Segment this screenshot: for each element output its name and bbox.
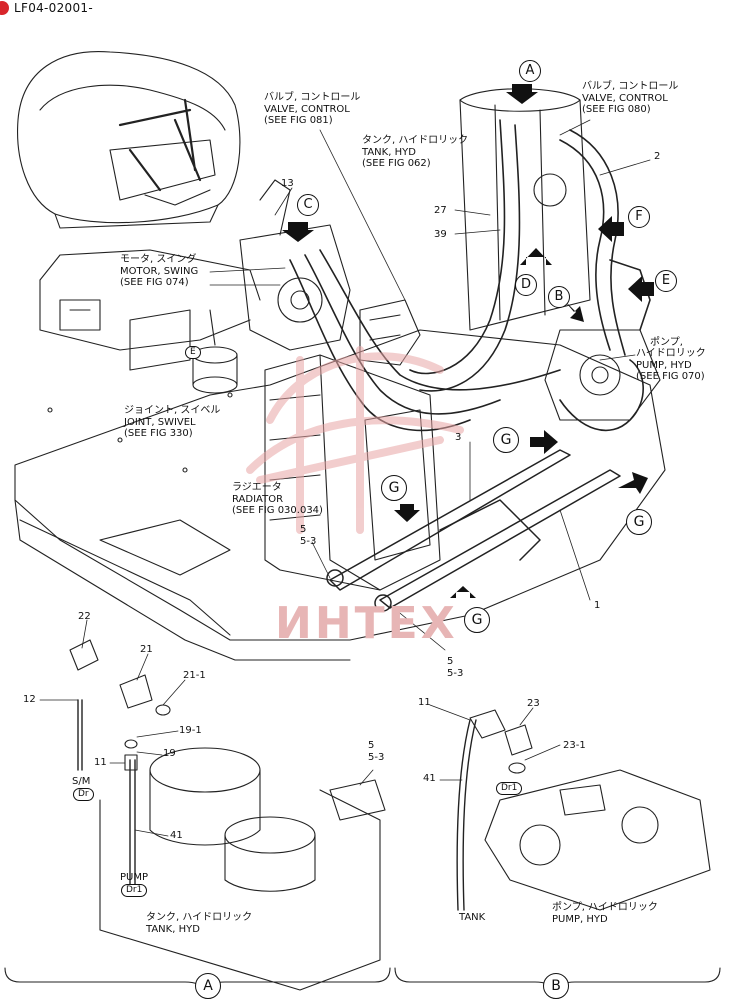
part-number-21: 21 bbox=[140, 644, 153, 655]
callout-g-2: G bbox=[381, 475, 407, 501]
port-tag-dr-sm: Dr bbox=[73, 788, 94, 801]
callout-g-1: G bbox=[493, 427, 519, 453]
machine-inset-illustration bbox=[17, 50, 241, 229]
hydraulic-hoses bbox=[289, 119, 651, 432]
part-number-41-a: 41 bbox=[170, 830, 183, 841]
part-number-13: 13 bbox=[281, 178, 294, 189]
callout-a-bottom: A bbox=[195, 973, 221, 999]
corner-mark bbox=[0, 1, 9, 15]
part-number-5-a: 5 bbox=[300, 524, 307, 535]
pump-label-jp-2: ハイドロリック bbox=[636, 348, 706, 359]
pump-label-jp: ポンプ, bbox=[650, 337, 683, 348]
tank-b-label-jp: タンク, ハイドロリック bbox=[146, 912, 253, 923]
oil-cooler-pipes bbox=[326, 449, 621, 612]
tank-ref: (SEE FIG 062) bbox=[362, 158, 431, 169]
detail-a-illustration bbox=[69, 639, 386, 991]
leader-lines bbox=[39, 119, 651, 837]
part-number-41-b: 41 bbox=[423, 773, 436, 784]
part-number-11-b: 11 bbox=[418, 697, 431, 708]
part-number-1: 1 bbox=[594, 600, 601, 611]
pump-b-label-en: PUMP, HYD bbox=[552, 914, 608, 925]
direction-arrows bbox=[282, 84, 654, 598]
callout-g-3: G bbox=[626, 509, 652, 535]
part-number-5-c: 5 bbox=[368, 740, 375, 751]
valve-081-label-en: VALVE, CONTROL bbox=[264, 104, 350, 115]
part-number-27: 27 bbox=[434, 205, 447, 216]
part-number-23: 23 bbox=[527, 698, 540, 709]
pump-label-en: PUMP, HYD bbox=[636, 360, 692, 371]
document-code: LF04-02001- bbox=[14, 1, 93, 15]
callout-f: F bbox=[628, 206, 650, 228]
callout-a-top: A bbox=[519, 60, 541, 82]
sm-label: S/M bbox=[72, 776, 91, 787]
tank-small-label: TANK bbox=[459, 912, 486, 923]
motor-label-jp: モータ, スイング bbox=[120, 254, 197, 265]
radiator-ref: (SEE FIG 030.034) bbox=[232, 505, 323, 516]
port-tag-dr1-pump: Dr1 bbox=[121, 884, 148, 897]
motor-label-en: MOTOR, SWING bbox=[120, 266, 199, 277]
port-tag-e-joint: E bbox=[185, 346, 201, 359]
upper-structure-frame bbox=[14, 249, 666, 661]
callout-e: E bbox=[655, 270, 677, 292]
valve-080-ref: (SEE FIG 080) bbox=[582, 104, 651, 115]
pump-b-label-jp: ポンプ, ハイドロリック bbox=[552, 902, 658, 913]
valve-080-label-en: VALVE, CONTROL bbox=[582, 93, 668, 104]
part-number-21-1: 21-1 bbox=[183, 670, 206, 681]
callout-b-bottom: B bbox=[543, 973, 569, 999]
watermark-text: ИНТЕХ bbox=[275, 598, 458, 649]
valve-081-label-jp: バルブ, コントロール bbox=[264, 92, 361, 103]
part-number-12: 12 bbox=[23, 694, 36, 705]
tank-label-en: TANK, HYD bbox=[362, 147, 416, 158]
callout-d: D bbox=[515, 274, 537, 296]
part-number-23-1: 23-1 bbox=[563, 740, 586, 751]
joint-label-jp: ジョイント, スイベル bbox=[124, 405, 221, 416]
part-number-19: 19 bbox=[163, 748, 176, 759]
valve-081-ref: (SEE FIG 081) bbox=[264, 115, 333, 126]
part-number-5-3-c: 5-3 bbox=[368, 752, 385, 763]
part-number-22: 22 bbox=[78, 611, 91, 622]
radiator-label-en: RADIATOR bbox=[232, 494, 284, 505]
part-number-19-1: 19-1 bbox=[179, 725, 202, 736]
joint-label-en: JOINT, SWIVEL bbox=[124, 417, 196, 428]
part-number-2: 2 bbox=[654, 151, 661, 162]
hydraulic-pump-illustration bbox=[544, 329, 661, 421]
pump-small-label: PUMP bbox=[120, 872, 149, 883]
callout-b-mid: B bbox=[548, 286, 570, 308]
callout-c: C bbox=[297, 194, 319, 216]
radiator-label-jp: ラジエータ bbox=[232, 482, 282, 493]
joint-ref: (SEE FIG 330) bbox=[124, 428, 193, 439]
detail-b-illustration bbox=[456, 709, 711, 911]
tank-label-jp: タンク, ハイドロリック bbox=[362, 135, 469, 146]
part-number-5-b: 5 bbox=[447, 656, 454, 667]
tank-b-label-en: TANK, HYD bbox=[146, 924, 200, 935]
pump-ref: (SEE FIG 070) bbox=[636, 371, 705, 382]
callout-g-4: G bbox=[464, 607, 490, 633]
part-number-11-a: 11 bbox=[94, 757, 107, 768]
motor-ref: (SEE FIG 074) bbox=[120, 277, 189, 288]
swing-motor-illustration bbox=[239, 179, 351, 351]
watermark-emblem bbox=[246, 346, 464, 534]
port-tag-dr1-b: Dr1 bbox=[496, 782, 523, 795]
part-number-5-3-b: 5-3 bbox=[447, 668, 464, 679]
part-number-5-3-a: 5-3 bbox=[300, 536, 317, 547]
valve-080-label-jp: バルブ, コントロール bbox=[582, 81, 679, 92]
part-number-3: 3 bbox=[455, 432, 462, 443]
part-number-39: 39 bbox=[434, 229, 447, 240]
